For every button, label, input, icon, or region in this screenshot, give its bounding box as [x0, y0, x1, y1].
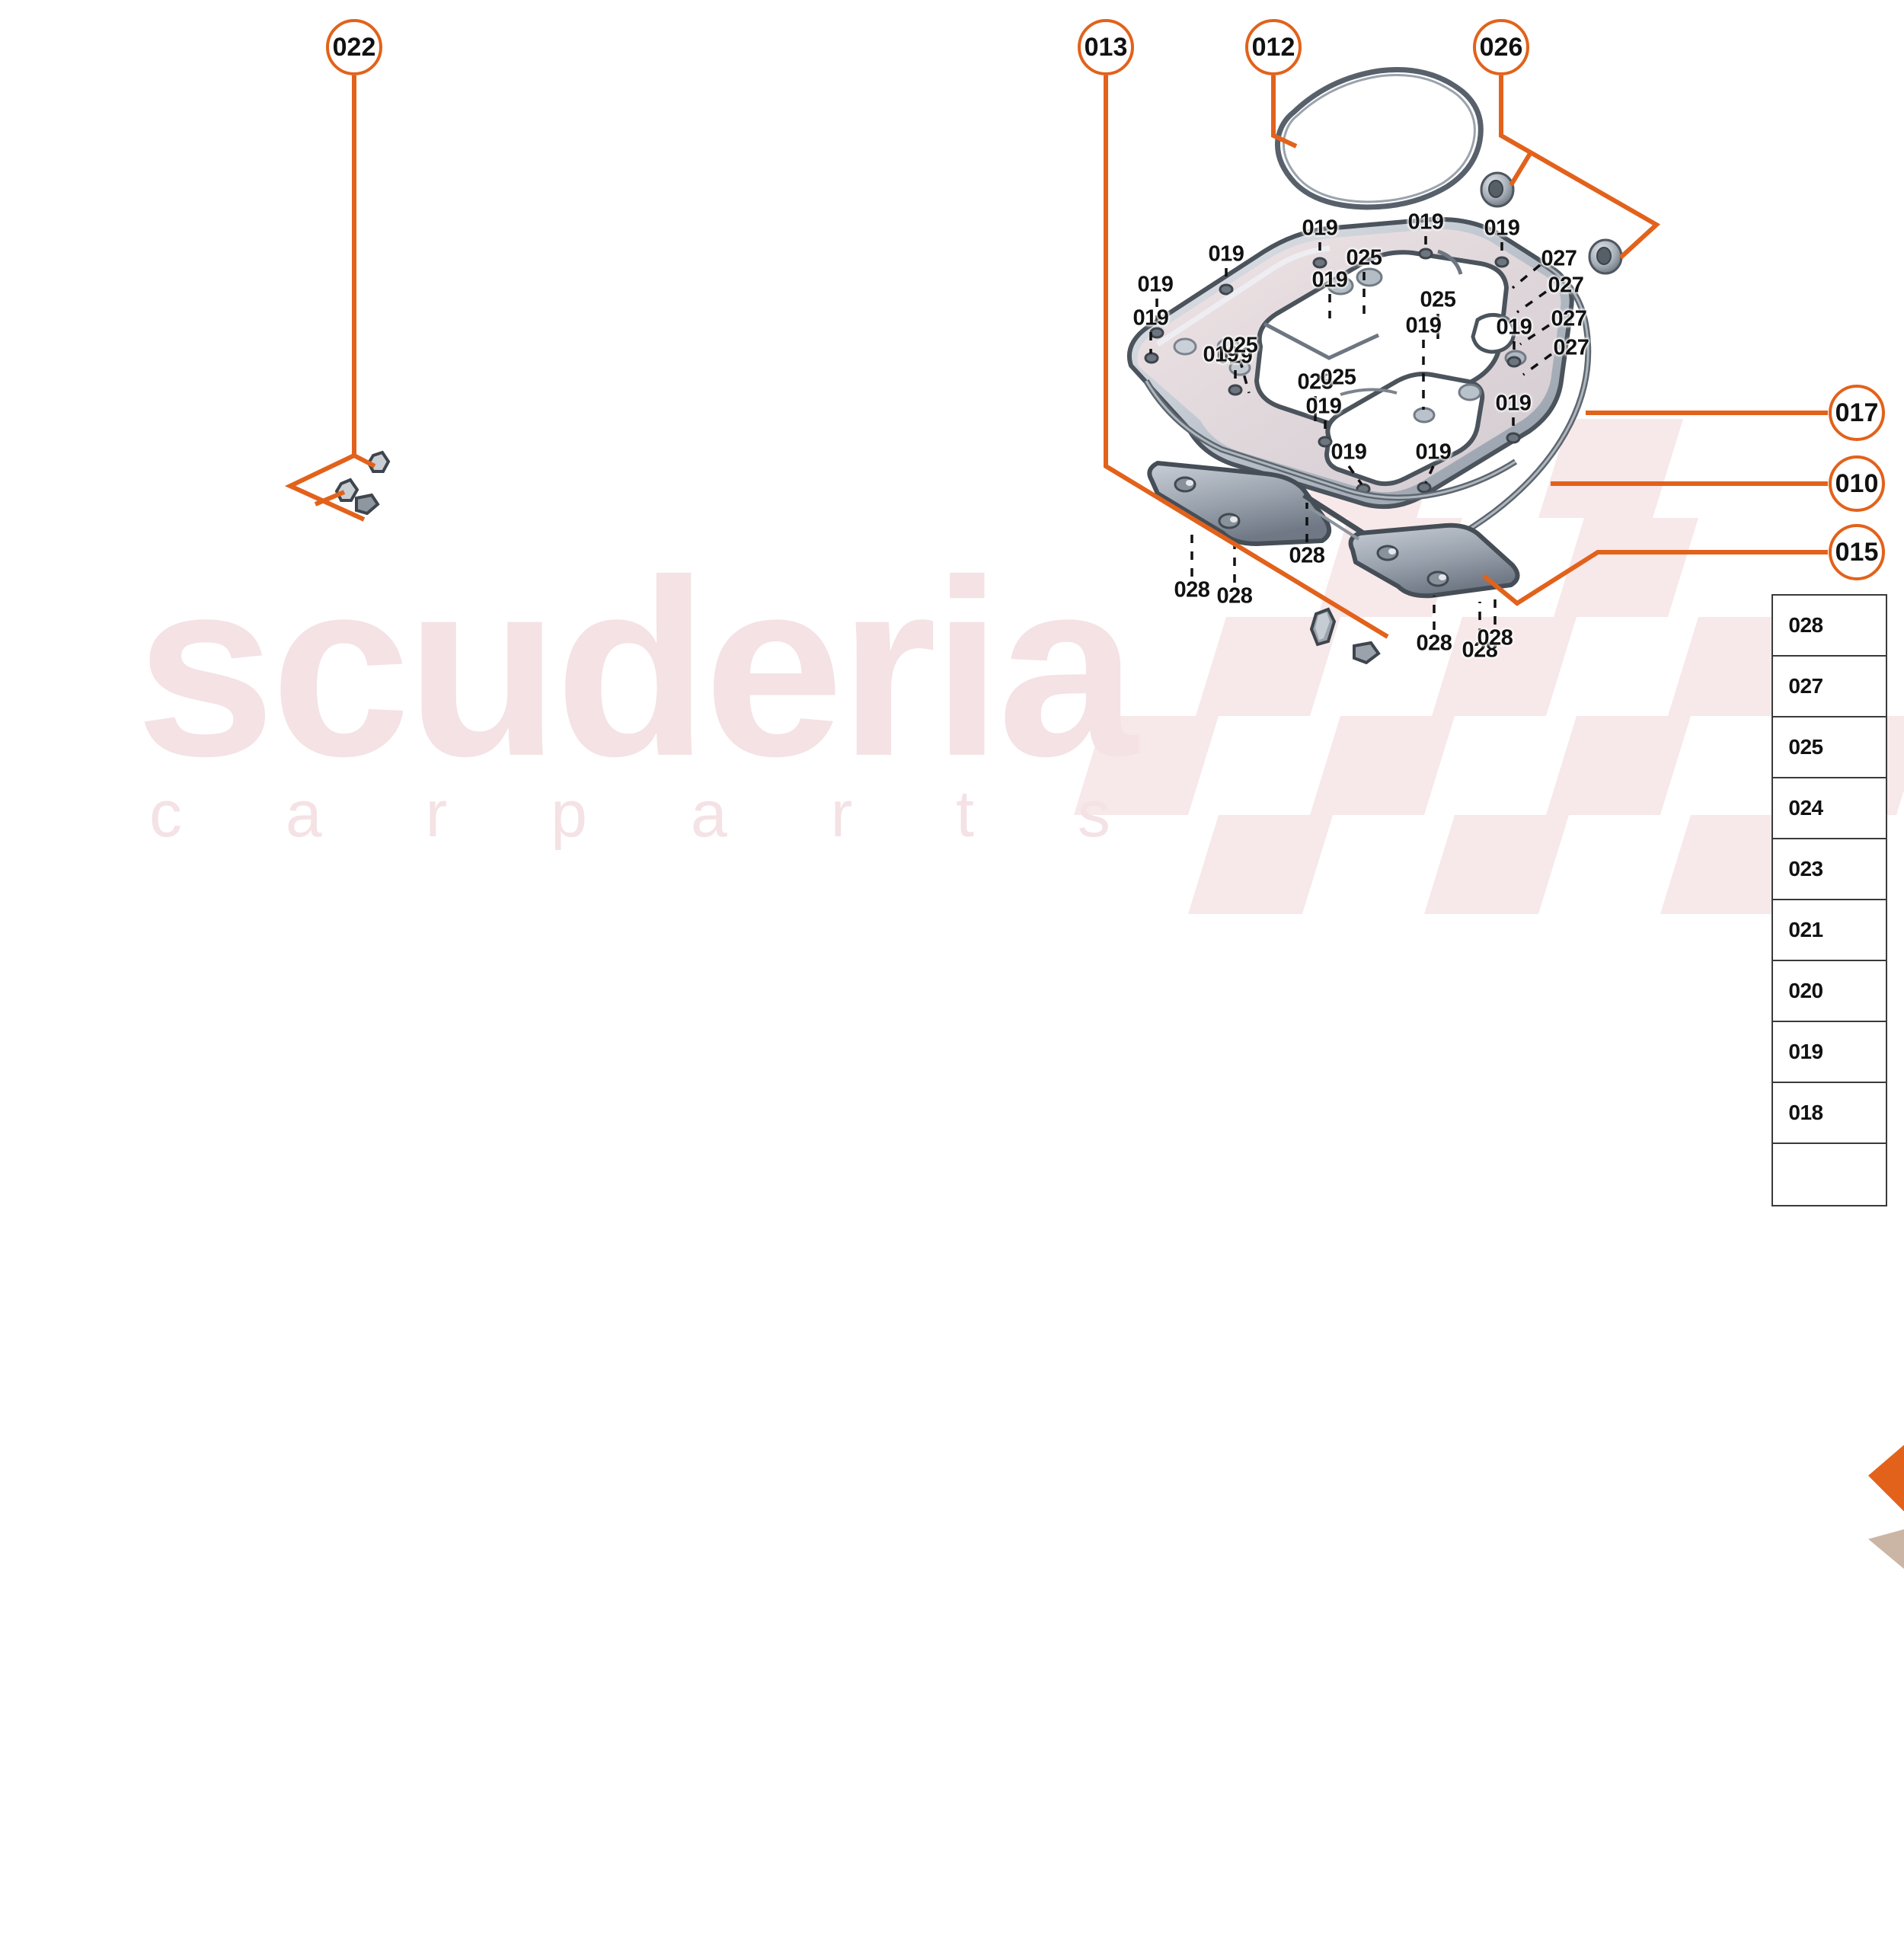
legend-code: 027	[1788, 674, 1823, 698]
technical-illustration	[284, 67, 1828, 665]
orange-arrow-icon	[1773, 1144, 1904, 1569]
callout-balloon-026[interactable]: 026	[1473, 19, 1529, 75]
callout-leaders	[284, 75, 1828, 639]
legend-code: 025	[1788, 735, 1823, 759]
part-012-seal	[1274, 67, 1484, 210]
part-013-frame	[1126, 216, 1574, 510]
legend-code: 020	[1788, 979, 1823, 1002]
legend-row-025[interactable]: 025	[1773, 717, 1886, 778]
callout-balloon-010[interactable]: 010	[1829, 455, 1885, 512]
part-010-seal-cord	[1143, 379, 1518, 501]
part-026-grommets	[1480, 171, 1623, 275]
part-015-trim-plate	[1147, 461, 1520, 599]
legend-code: 023	[1788, 857, 1823, 880]
legend-row-logo[interactable]	[1773, 1144, 1904, 1569]
legend-row-027[interactable]: 027	[1773, 657, 1886, 717]
legend-row-023[interactable]: 023	[1773, 839, 1886, 900]
legend-table: 028 027 025 024 023 021 020 019 018	[1771, 594, 1904, 1569]
legend-code: 021	[1788, 918, 1823, 941]
legend-row-018[interactable]: 018	[1773, 1083, 1886, 1144]
legend-row-021[interactable]: 021	[1773, 900, 1886, 961]
legend-row-028[interactable]: 028	[1773, 596, 1886, 657]
legend-code: 018	[1788, 1101, 1823, 1124]
parts-diagram: scuderia c a r p a r t s	[136, 19, 1904, 1569]
callout-balloon-012[interactable]: 012	[1245, 19, 1302, 75]
legend-row-020[interactable]: 020	[1773, 961, 1886, 1022]
callout-balloons: 022 013 012 026 017 010 015	[326, 19, 1885, 580]
legend-code: 024	[1788, 796, 1823, 820]
callout-balloon-015[interactable]: 015	[1829, 524, 1885, 580]
leader-lines-dashed	[1149, 236, 1553, 637]
legend-row-019[interactable]: 019	[1773, 1022, 1886, 1083]
callout-balloon-022[interactable]: 022	[326, 19, 382, 75]
part-028-clips	[1309, 607, 1381, 665]
legend-row-024[interactable]: 024	[1773, 778, 1886, 839]
legend-code: 028	[1788, 613, 1823, 637]
legend-code: 019	[1788, 1040, 1823, 1063]
callout-balloon-017[interactable]: 017	[1829, 385, 1885, 441]
orange-arrow-icon	[1868, 1445, 1904, 1569]
callout-balloon-013[interactable]: 013	[1078, 19, 1134, 75]
